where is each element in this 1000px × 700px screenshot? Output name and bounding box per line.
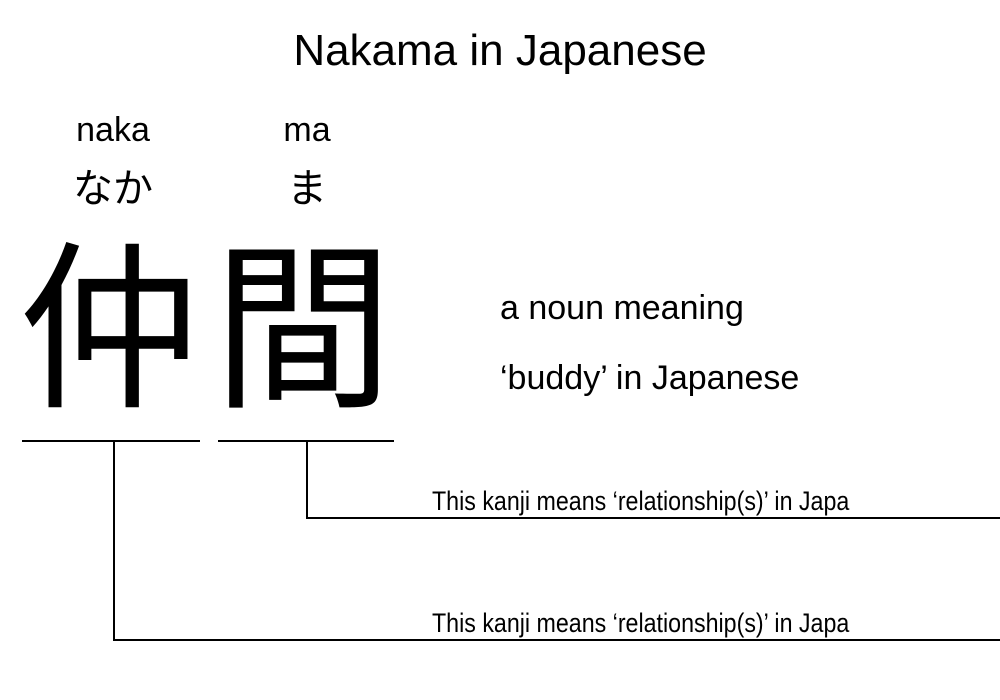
connector-ma-horizontal [306,517,1000,519]
diagram-title: Nakama in Japanese [293,26,707,75]
connector-naka-vertical [113,441,115,641]
kana-naka: なか [73,166,153,212]
romaji-naka: naka [76,111,150,149]
kanji-ma: 間 [212,240,393,424]
romaji-ma: ma [283,111,331,149]
connector-ma-vertical [306,441,308,519]
meaning-line-1: a noun meaning [500,289,744,327]
connector-naka-horizontal [113,639,1000,641]
kana-ma: ま [287,166,327,212]
note-ma: This kanji means ‘relationship(s)’ in Ja… [432,486,850,516]
note-naka: This kanji means ‘relationship(s)’ in Ja… [432,608,850,638]
underline-naka [22,440,200,442]
kanji-naka: 仲 [18,240,199,424]
meaning-line-2: ‘buddy’ in Japanese [500,359,800,397]
